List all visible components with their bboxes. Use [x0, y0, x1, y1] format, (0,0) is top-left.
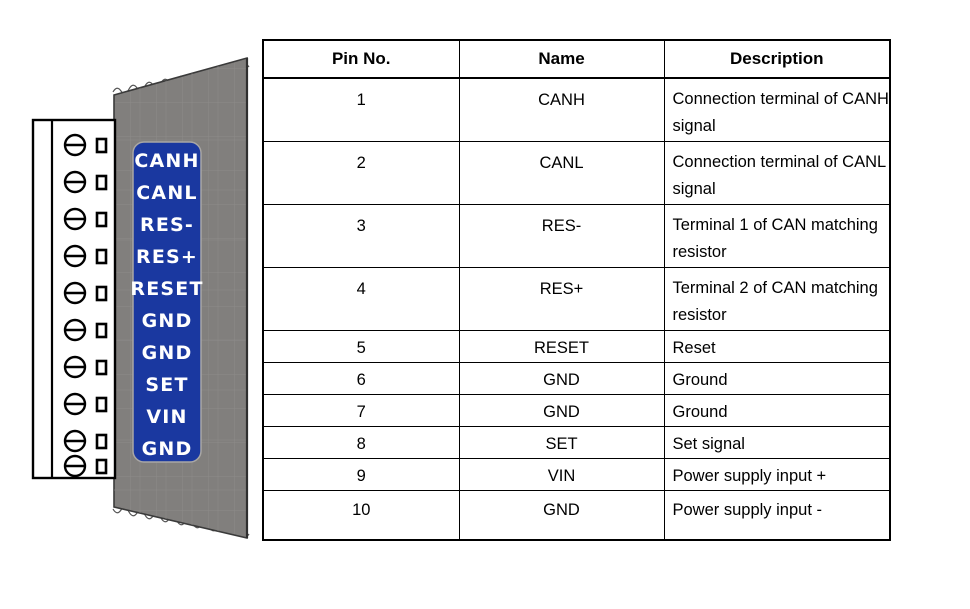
column-header-pin-no: Pin No. — [262, 39, 460, 79]
cell-name: RES- — [458, 204, 665, 268]
cell-pin-no: 2 — [262, 141, 460, 205]
cell-pin-no: 5 — [262, 330, 460, 363]
table-row: 5 RESET Reset — [262, 330, 891, 363]
cell-pin-no: 1 — [262, 77, 460, 142]
device-drawing: CANH CANL RES- RES+ RESET GND GND SET VI… — [31, 56, 250, 540]
terminal-slot-4 — [95, 248, 108, 265]
cell-name: CANL — [458, 141, 665, 205]
terminal-slot-8 — [95, 396, 108, 413]
terminal-screw-4 — [63, 244, 108, 268]
terminal-slot-1 — [95, 137, 108, 154]
terminal-screw-1 — [63, 133, 108, 157]
terminal-slot-7 — [95, 359, 108, 376]
cell-pin-no: 4 — [262, 267, 460, 331]
cell-description: Set signal — [663, 426, 891, 459]
terminal-screw-10 — [63, 454, 108, 478]
cell-pin-no: 10 — [262, 490, 460, 541]
cell-description: Terminal 1 of CAN matching resistor — [663, 204, 891, 268]
faceplate-label: CANH CANL RES- RES+ RESET GND GND SET VI… — [130, 141, 203, 463]
table-row: 1 CANH Connection terminal of CANH signa… — [262, 77, 891, 142]
cell-name: SET — [458, 426, 665, 459]
table-row: 4 RES+ Terminal 2 of CAN matching resist… — [262, 267, 891, 331]
cell-name: CANH — [458, 77, 665, 142]
terminal-screw-3 — [63, 207, 108, 231]
faceplate-pin-label-10: GND — [142, 438, 193, 460]
faceplate-pin-label-9: VIN — [146, 406, 187, 428]
table-header: Pin No. Name Description — [262, 39, 891, 79]
cell-description: Terminal 2 of CAN matching resistor — [663, 267, 891, 331]
terminal-screw-7 — [63, 355, 108, 379]
cell-description: Power supply input - — [663, 490, 891, 541]
cell-pin-no: 7 — [262, 394, 460, 427]
terminal-screw-6 — [63, 318, 108, 342]
table-row: 10 GND Power supply input - — [262, 490, 891, 541]
cell-name: VIN — [458, 458, 665, 491]
faceplate-pin-label-2: CANL — [136, 182, 197, 204]
terminal-screw-8 — [63, 392, 108, 416]
terminal-screw-2 — [63, 170, 108, 194]
pin-assignment-table: Pin No. Name Description 1 CANH Connecti… — [262, 39, 891, 541]
cell-description: Ground — [663, 394, 891, 427]
cell-name: GND — [458, 362, 665, 395]
pin-table-container: Pin No. Name Description 1 CANH Connecti… — [262, 39, 891, 541]
cell-name: GND — [458, 490, 665, 541]
terminal-slot-10 — [95, 458, 108, 475]
faceplate-pin-label-4: RES+ — [136, 246, 198, 268]
faceplate-pin-label-5: RESET — [130, 278, 203, 300]
faceplate-pin-label-8: SET — [145, 374, 188, 396]
screw-terminal-block — [31, 118, 117, 480]
table-row: 2 CANL Connection terminal of CANL signa… — [262, 141, 891, 205]
column-header-description: Description — [663, 39, 891, 79]
table-body: 1 CANH Connection terminal of CANH signa… — [262, 77, 891, 541]
terminal-slot-6 — [95, 322, 108, 339]
device-illustration: CANH CANL RES- RES+ RESET GND GND SET VI… — [0, 0, 262, 609]
cell-pin-no: 6 — [262, 362, 460, 395]
terminal-slot-5 — [95, 285, 108, 302]
terminal-slot-9 — [95, 433, 108, 450]
table-row: 6 GND Ground — [262, 362, 891, 395]
table-row: 7 GND Ground — [262, 394, 891, 427]
cell-name: RES+ — [458, 267, 665, 331]
faceplate-pin-label-1: CANH — [134, 150, 199, 172]
cell-name: GND — [458, 394, 665, 427]
cell-description: Connection terminal of CANH signal — [663, 77, 891, 142]
cell-name: RESET — [458, 330, 665, 363]
column-header-name: Name — [458, 39, 665, 79]
cell-pin-no: 8 — [262, 426, 460, 459]
faceplate-pin-label-6: GND — [142, 310, 193, 332]
table-row: 9 VIN Power supply input + — [262, 458, 891, 491]
cell-description: Ground — [663, 362, 891, 395]
terminal-screw-5 — [63, 281, 108, 305]
faceplate-label-background — [132, 141, 202, 463]
table-header-row: Pin No. Name Description — [262, 39, 891, 79]
cell-description: Reset — [663, 330, 891, 363]
faceplate-pin-label-3: RES- — [140, 214, 194, 236]
cell-description: Connection terminal of CANL signal — [663, 141, 891, 205]
cell-pin-no: 9 — [262, 458, 460, 491]
cell-pin-no: 3 — [262, 204, 460, 268]
table-row: 8 SET Set signal — [262, 426, 891, 459]
terminal-slot-2 — [95, 174, 108, 191]
terminal-slot-3 — [95, 211, 108, 228]
cell-description: Power supply input + — [663, 458, 891, 491]
faceplate-pin-label-7: GND — [142, 342, 193, 364]
table-row: 3 RES- Terminal 1 of CAN matching resist… — [262, 204, 891, 268]
terminal-screw-9 — [63, 429, 108, 453]
